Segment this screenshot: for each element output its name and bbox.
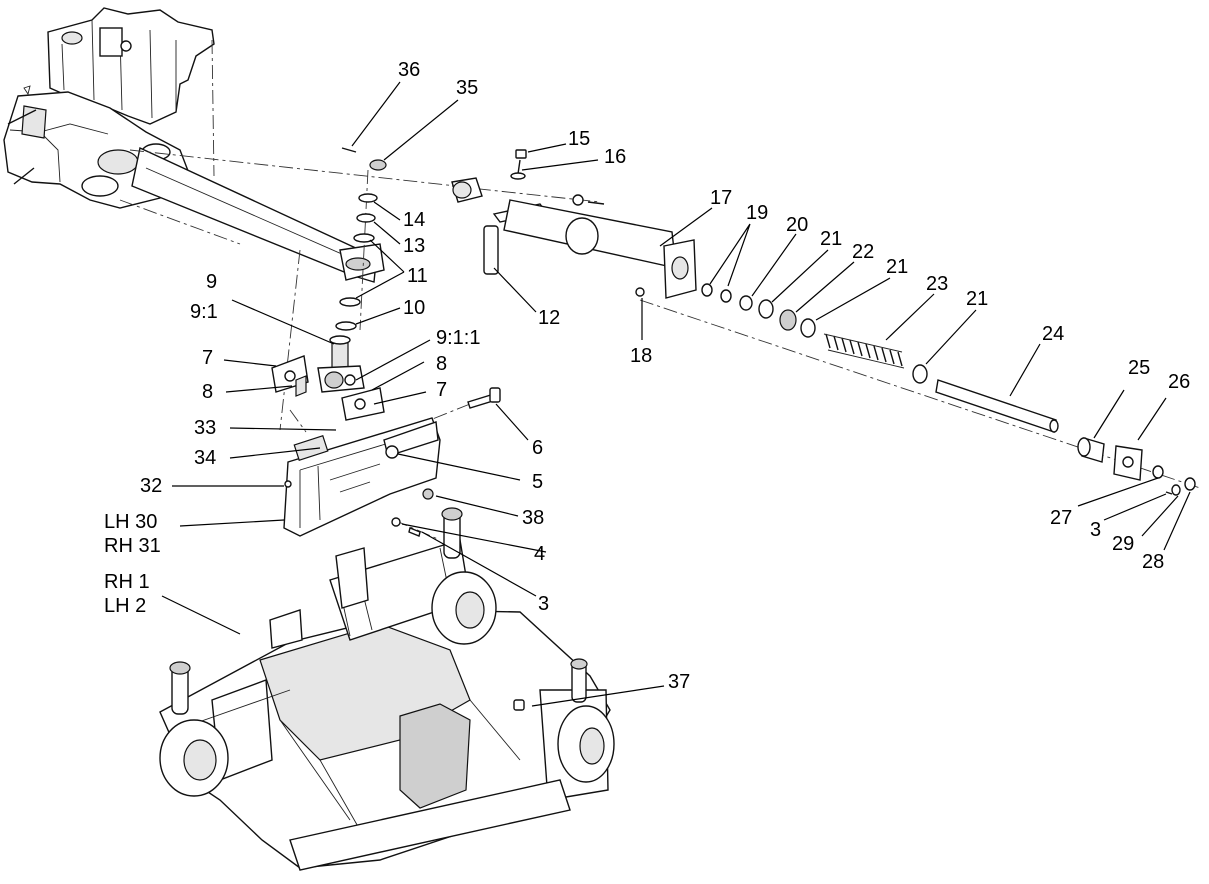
- spindle-assembly: [317, 335, 365, 393]
- callout-7-b: 7: [436, 379, 447, 401]
- pivot-arm: [131, 146, 385, 283]
- callout-7-a: 7: [202, 347, 213, 369]
- callout-25: 25: [1128, 357, 1150, 379]
- callout-8-a: 8: [202, 381, 213, 403]
- callout-19: 19: [746, 202, 768, 224]
- callout-27: 27: [1050, 507, 1072, 529]
- callout-31: RH 31: [104, 535, 161, 557]
- callout-5: 5: [532, 471, 543, 493]
- end-hardware: [1077, 437, 1196, 496]
- callout-30: LH 30: [104, 511, 157, 533]
- callout-38: 38: [522, 507, 544, 529]
- callout-28: 28: [1142, 551, 1164, 573]
- callout-23: 23: [926, 273, 948, 295]
- callout-9-1-1: 9:1:1: [436, 327, 480, 349]
- callout-13: 13: [403, 235, 425, 257]
- cutting-unit: [159, 539, 611, 871]
- callout-1: RH 1: [104, 571, 150, 593]
- callout-9-1: 9:1: [190, 301, 218, 323]
- callout-20: 20: [786, 214, 808, 236]
- callout-17: 17: [710, 187, 732, 209]
- bolt-6: [467, 387, 501, 409]
- callout-4: 4: [534, 543, 545, 565]
- callout-15: 15: [568, 128, 590, 150]
- callout-11: 11: [407, 265, 428, 287]
- callout-3-a: 3: [538, 593, 549, 615]
- callout-6: 6: [532, 437, 543, 459]
- hardware-4-3: [391, 517, 421, 537]
- callout-8-b: 8: [436, 353, 447, 375]
- leader-lines: [161, 81, 1191, 707]
- washer-stack: [335, 147, 387, 331]
- construction-lines: [119, 39, 1201, 541]
- callout-29: 29: [1112, 533, 1134, 555]
- callout-26: 26: [1168, 371, 1190, 393]
- rod-24: [935, 379, 1059, 433]
- callout-21-c: 21: [966, 288, 988, 310]
- tube-assembly: [483, 149, 697, 299]
- callout-labels: 36 35 15 16 17 19 20 21 22 21 23 21 14 1…: [104, 59, 1190, 693]
- carrier-frame: [283, 417, 441, 537]
- callout-33: 33: [194, 417, 216, 439]
- caster-wheels: [159, 507, 615, 797]
- callout-36: 36: [398, 59, 420, 81]
- spring-23: [823, 333, 928, 384]
- callout-16: 16: [604, 146, 626, 168]
- callout-3-b: 3: [1090, 519, 1101, 541]
- callout-18: 18: [630, 345, 652, 367]
- callout-14: 14: [403, 209, 425, 231]
- callout-32: 32: [140, 475, 162, 497]
- mount-brackets: [271, 355, 385, 421]
- washers-19-22: [701, 283, 816, 338]
- callout-24: 24: [1042, 323, 1064, 345]
- callout-35: 35: [456, 77, 478, 99]
- callout-2: LH 2: [104, 595, 146, 617]
- bolt-37: [513, 699, 525, 711]
- callout-21-b: 21: [886, 256, 908, 278]
- swivel-block: [451, 177, 483, 203]
- callout-21-a: 21: [820, 228, 842, 250]
- callout-37: 37: [668, 671, 690, 693]
- callout-10: 10: [403, 297, 425, 319]
- callout-22: 22: [852, 241, 874, 263]
- callout-12: 12: [538, 307, 560, 329]
- callout-9: 9: [206, 271, 217, 293]
- callout-34: 34: [194, 447, 216, 469]
